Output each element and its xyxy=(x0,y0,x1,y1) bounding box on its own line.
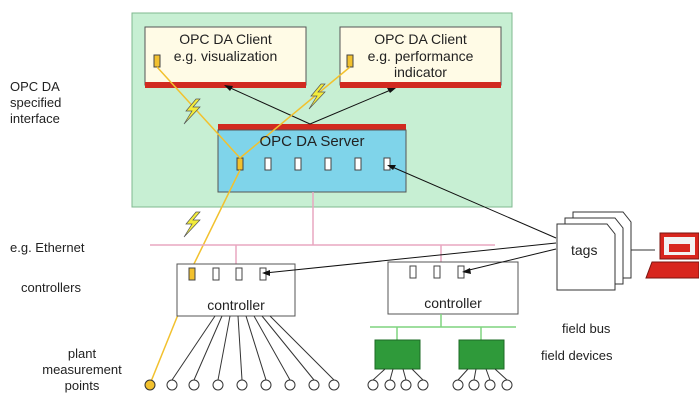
arrowhead xyxy=(387,165,396,170)
measurement-points xyxy=(144,379,513,391)
controllers-label: controllers xyxy=(21,280,81,295)
server-port-yellow xyxy=(236,157,244,171)
controller-a-port xyxy=(235,267,243,281)
server-red-bar xyxy=(218,124,406,130)
tags-label: tags xyxy=(571,242,598,258)
client-b-box xyxy=(339,26,502,86)
controller-a-title: controller xyxy=(207,297,265,313)
controller-b-port xyxy=(433,265,441,279)
server-port xyxy=(324,157,332,171)
arrow-tags-to-server xyxy=(389,165,557,239)
opc-interface-label: OPC DA specified interface xyxy=(10,79,62,126)
ethernet-label: e.g. Ethernet xyxy=(10,240,85,255)
lightning-icon xyxy=(183,98,201,125)
server-box xyxy=(217,129,407,193)
field-device xyxy=(374,339,421,370)
lightning-icon xyxy=(308,83,326,110)
arrowhead xyxy=(224,85,233,91)
field-devices-label: field devices xyxy=(541,348,613,363)
server-port xyxy=(294,157,302,171)
controller-a-sensor-lines xyxy=(171,315,335,381)
plant-measurement-label: plant measurement points xyxy=(42,346,122,393)
client-a-subtitle: e.g. visualization xyxy=(173,48,278,64)
laptop-icon xyxy=(645,232,699,279)
controller-a-port xyxy=(212,267,220,281)
client-a-title: OPC DA Client xyxy=(179,31,272,47)
arrowhead xyxy=(387,88,396,93)
arrowhead xyxy=(262,270,270,276)
controller-b-title: controller xyxy=(424,295,482,311)
field-bus-label: field bus xyxy=(562,321,611,336)
controller-a-port-yellow xyxy=(188,267,196,281)
controller-b-port xyxy=(409,265,417,279)
client-b-subtitle: e.g. performance indicator xyxy=(367,48,474,80)
arrow-tags-to-controller-b xyxy=(464,248,557,272)
client-a-red-bar xyxy=(145,82,306,88)
arrowhead xyxy=(462,268,471,274)
client-b-red-bar xyxy=(340,82,501,88)
lightning-icon xyxy=(183,211,201,238)
arrow-server-to-client-a xyxy=(225,85,311,125)
tags-doc-front xyxy=(556,223,616,291)
signal-line-client-b xyxy=(239,66,351,159)
signal-line-server-controller xyxy=(191,169,241,269)
device-sensor-lines xyxy=(372,368,508,381)
server-port xyxy=(264,157,272,171)
server-title: OPC DA Server xyxy=(259,133,365,150)
field-device xyxy=(458,339,505,370)
server-port xyxy=(354,157,362,171)
signal-line-client-a xyxy=(156,66,241,159)
client-b-title: OPC DA Client xyxy=(374,31,467,47)
arrow-tags-to-controller-a xyxy=(264,242,557,274)
server-port xyxy=(383,157,391,171)
arrow-server-to-client-b xyxy=(309,88,394,125)
client-a-box xyxy=(144,26,307,86)
